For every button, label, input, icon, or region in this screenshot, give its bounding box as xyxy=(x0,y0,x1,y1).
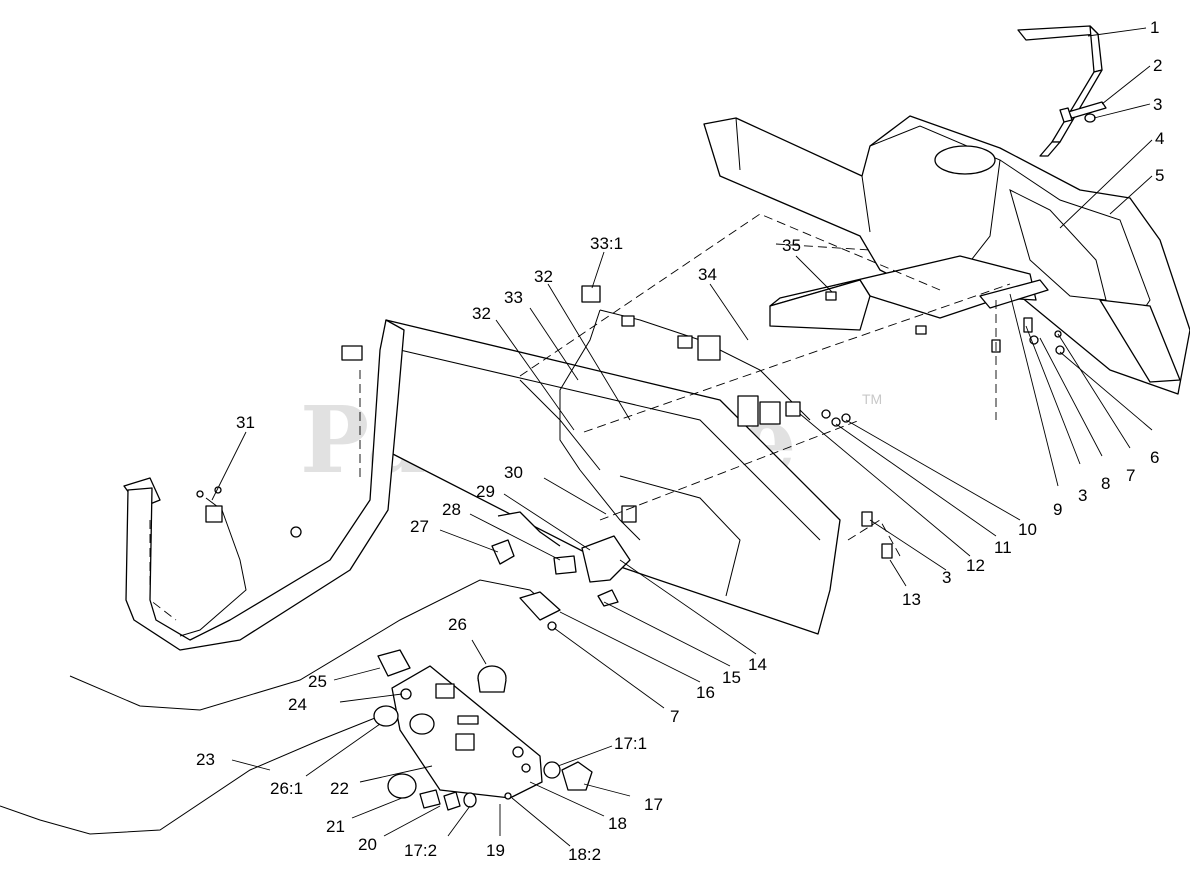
part-1-handle xyxy=(1017,25,1103,157)
callout-28: 28 xyxy=(442,500,461,519)
small-components xyxy=(491,511,631,631)
callout-2: 2 xyxy=(1153,56,1162,75)
callout-34: 34 xyxy=(698,265,717,284)
panel-attachments xyxy=(373,649,593,811)
callout-33: 33 xyxy=(504,288,523,307)
callout-25: 25 xyxy=(308,672,327,691)
callout-1: 1 xyxy=(1150,18,1159,37)
callout-8: 8 xyxy=(1101,474,1110,493)
callout-32b: 32 xyxy=(534,267,553,286)
leader-lines xyxy=(211,27,1153,847)
callout-9: 9 xyxy=(1053,500,1062,519)
callout-31: 31 xyxy=(236,413,255,432)
frame-tube xyxy=(123,319,405,651)
part-5-console-body xyxy=(703,115,1190,395)
callout-23: 23 xyxy=(196,750,215,769)
callout-22: 22 xyxy=(330,779,349,798)
callout-3b: 3 xyxy=(1078,486,1087,505)
callout-26-1: 26:1 xyxy=(270,779,303,798)
callouts: 1 2 3 4 5 6 7 8 3 9 10 11 12 3 13 14 15 … xyxy=(196,18,1164,864)
callout-17-2: 17:2 xyxy=(404,841,437,860)
callout-4: 4 xyxy=(1155,129,1164,148)
callout-14: 14 xyxy=(748,655,767,674)
callout-6: 6 xyxy=(1150,448,1159,467)
watermark-trademark: TM xyxy=(862,391,882,407)
callout-24: 24 xyxy=(288,695,307,714)
callout-20: 20 xyxy=(358,835,377,854)
callout-27: 27 xyxy=(410,517,429,536)
callout-30: 30 xyxy=(504,463,523,482)
part-18-control-panel xyxy=(391,665,543,800)
part-33-wire-harness xyxy=(559,285,811,541)
callout-18-2: 18:2 xyxy=(568,845,601,864)
callout-35: 35 xyxy=(782,236,801,255)
callout-7b: 7 xyxy=(670,707,679,726)
callout-33-1: 33:1 xyxy=(590,234,623,253)
callout-5: 5 xyxy=(1155,166,1164,185)
callout-3a: 3 xyxy=(1153,95,1162,114)
callout-18: 18 xyxy=(608,814,627,833)
part-9-floor-plate xyxy=(769,255,1049,331)
part-23-cable xyxy=(0,579,549,835)
callout-21: 21 xyxy=(326,817,345,836)
callout-11: 11 xyxy=(994,538,1012,557)
fasteners-right xyxy=(821,291,1065,559)
callout-7a: 7 xyxy=(1126,466,1135,485)
reference-lines xyxy=(519,213,1011,557)
callout-16: 16 xyxy=(696,683,715,702)
callout-12: 12 xyxy=(966,556,985,575)
part-2-bolt xyxy=(1059,101,1107,123)
callout-19: 19 xyxy=(486,841,505,860)
callout-10: 10 xyxy=(1018,520,1037,539)
callout-15: 15 xyxy=(722,668,741,687)
callout-17: 17 xyxy=(644,795,663,814)
callout-13: 13 xyxy=(902,590,921,609)
callout-32a: 32 xyxy=(472,304,491,323)
callout-3c: 3 xyxy=(942,568,951,587)
callout-29: 29 xyxy=(476,482,495,501)
callout-26: 26 xyxy=(448,615,467,634)
callout-17-1: 17:1 xyxy=(614,734,647,753)
